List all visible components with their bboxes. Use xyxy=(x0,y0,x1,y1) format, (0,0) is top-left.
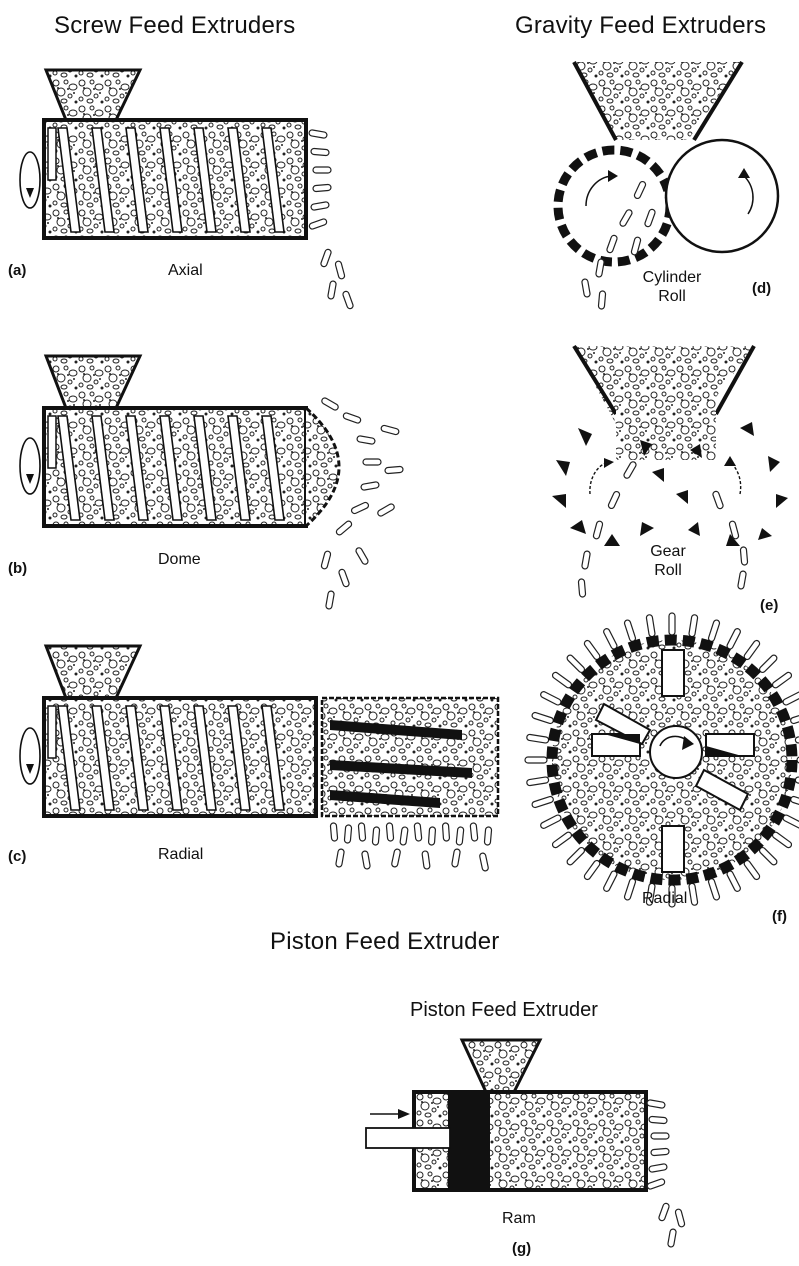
radial-strand xyxy=(758,846,778,866)
radial-strand xyxy=(526,734,549,743)
radial-strand xyxy=(771,671,792,689)
radial-strand xyxy=(795,734,799,743)
panel-a-caption: Axial xyxy=(168,262,203,280)
radial-strand xyxy=(525,757,547,763)
radial-strand xyxy=(790,712,799,725)
radial-strand xyxy=(551,671,572,689)
radial-strand xyxy=(583,639,601,660)
radial-strand xyxy=(603,628,618,650)
panel-d-caption: Cylinder Roll xyxy=(636,268,708,306)
radial-strand xyxy=(689,614,698,637)
panel-c-caption: Radial xyxy=(158,846,203,864)
radial-strand xyxy=(758,654,778,674)
panel-c-letter: (c) xyxy=(8,848,26,865)
radial-strand xyxy=(726,628,741,650)
radial-strand xyxy=(540,691,562,706)
panel-a-letter: (a) xyxy=(8,262,26,279)
radial-strand xyxy=(551,831,572,849)
radial-strand xyxy=(646,614,655,637)
radial-strand xyxy=(743,639,761,660)
panel-b-letter: (b) xyxy=(8,560,27,577)
radial-strand xyxy=(624,619,637,642)
radial-strand xyxy=(531,796,554,809)
radial-strand xyxy=(531,712,554,725)
panel-f-letter: (f) xyxy=(772,908,787,925)
radial-strand xyxy=(624,878,637,901)
radial-screw-extruder xyxy=(20,646,498,871)
radial-strand xyxy=(782,814,799,829)
panel-e-caption: Gear Roll xyxy=(632,542,704,580)
panel-f-caption: Radial xyxy=(642,890,687,908)
panel-e-caption-line1: Gear xyxy=(632,542,704,561)
radial-strand xyxy=(603,870,618,892)
radial-strand xyxy=(782,691,799,706)
radial-strand xyxy=(566,654,586,674)
panel-e-caption-line2: Roll xyxy=(632,561,704,580)
radial-strand xyxy=(708,619,721,642)
radial-strand xyxy=(566,846,586,866)
radial-strand xyxy=(689,883,698,906)
radial-strand xyxy=(669,613,675,635)
dome-screw-extruder xyxy=(20,356,403,609)
radial-strand xyxy=(526,777,549,786)
radial-strand xyxy=(540,814,562,829)
radial-strand xyxy=(726,870,741,892)
radial-strand xyxy=(743,859,761,880)
radial-basket-extruder xyxy=(525,613,799,907)
panel-d-caption-line1: Cylinder xyxy=(636,268,708,287)
panel-g-letter: (g) xyxy=(512,1240,531,1257)
panel-b-caption: Dome xyxy=(158,551,201,569)
radial-strand xyxy=(771,831,792,849)
panel-d-letter: (d) xyxy=(752,280,771,297)
panel-g-caption: Ram xyxy=(502,1210,536,1228)
panel-e-letter: (e) xyxy=(760,597,778,614)
panel-d-caption-line2: Roll xyxy=(636,287,708,306)
radial-strand xyxy=(708,878,721,901)
radial-strand xyxy=(583,859,601,880)
